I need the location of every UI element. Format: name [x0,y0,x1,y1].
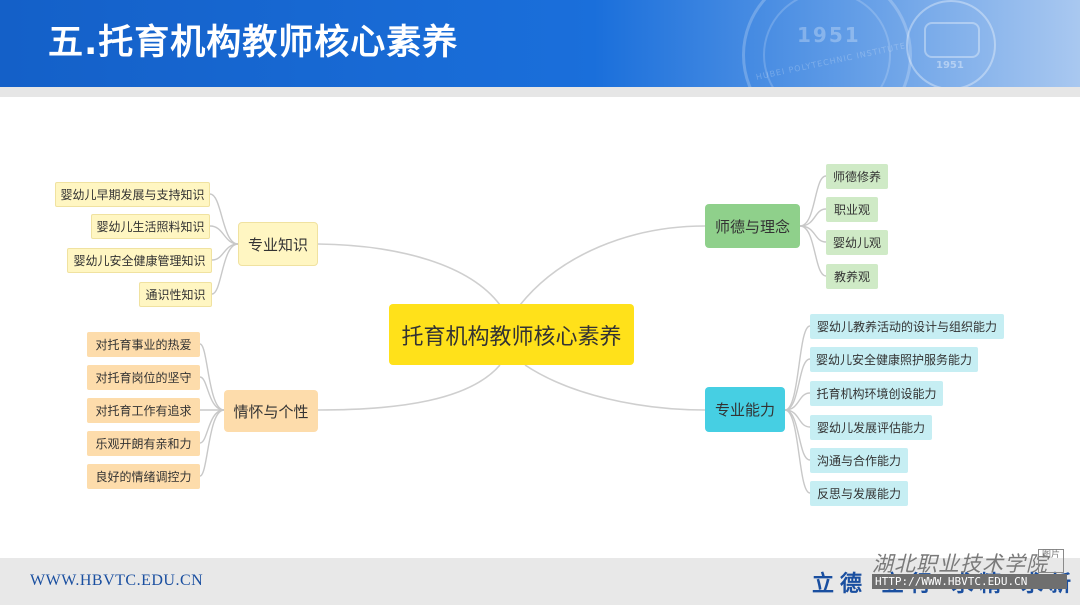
branch-professional-knowledge: 专业知识 [238,222,318,266]
watermark-college-name: 湖北职业技术学院 [872,552,1048,576]
branch-professional-ability: 专业能力 [705,387,785,432]
seal-year: 1951 [797,23,861,47]
leaf-ethics-4: 教养观 [826,264,878,289]
leaf-ability-6: 反思与发展能力 [810,481,908,506]
leaf-knowledge-3: 婴幼儿安全健康管理知识 [67,248,212,273]
leaf-ethics-3: 婴幼儿观 [826,230,888,255]
leaf-knowledge-2: 婴幼儿生活照料知识 [91,214,210,239]
leaf-ability-1: 婴幼儿教养活动的设计与组织能力 [810,314,1004,339]
link-center-knowledge [317,243,501,306]
branch-ethics-philosophy: 师德与理念 [705,204,800,248]
leaf-emotion-3: 对托育工作有追求 [87,398,200,423]
leaf-emotion-2: 对托育岗位的坚守 [87,365,200,390]
leaf-ability-2: 婴幼儿安全健康照护服务能力 [810,347,978,372]
leaf-ability-4: 婴幼儿发展评估能力 [810,415,932,440]
header-divider [0,87,1080,97]
leaf-emotion-5: 良好的情绪调控力 [87,464,200,489]
watermark: 湖北职业技术学院 图片 HTTP://WWW.HBVTC.EDU.CN [872,548,1072,592]
leaf-ability-3: 托育机构环境创设能力 [810,381,943,406]
watermark-stamp: 图片 [1038,549,1064,573]
small-seal-year: 1951 [936,60,964,71]
leaf-ethics-1: 师德修养 [826,164,888,189]
header-banner: 1951 HUBEI POLYTECHNIC INSTITUTE 1951 五.… [0,0,1080,87]
link-center-ethics [519,225,706,306]
college-seal-small: 1951 [906,0,996,87]
leaf-knowledge-4: 通识性知识 [139,282,212,307]
leaf-ethics-2: 职业观 [826,197,878,222]
watermark-url: HTTP://WWW.HBVTC.EDU.CN [872,574,1067,589]
link-center-ability [524,364,706,411]
link-center-emotion [317,364,501,411]
leaf-ability-5: 沟通与合作能力 [810,448,908,473]
leaf-emotion-4: 乐观开朗有亲和力 [87,431,200,456]
leaf-emotion-1: 对托育事业的热爱 [87,332,200,357]
mindmap-center-node: 托育机构教师核心素养 [389,304,634,365]
page-title: 五.托育机构教师核心素养 [48,23,459,63]
branch-feelings-personality: 情怀与个性 [224,390,318,432]
leaf-knowledge-1: 婴幼儿早期发展与支持知识 [55,182,210,207]
footer-website-url: WWW.HBVTC.EDU.CN [30,572,204,589]
